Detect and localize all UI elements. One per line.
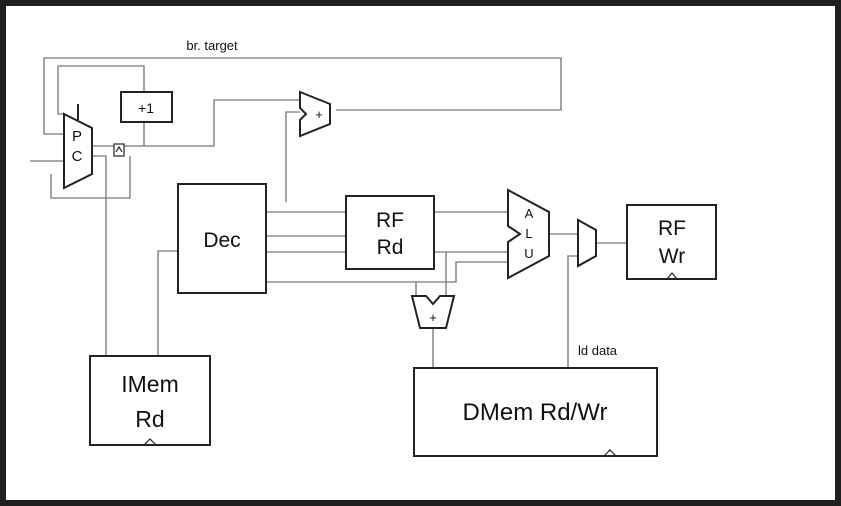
ld-data-label: ld data bbox=[578, 343, 618, 358]
dmem-block: DMem Rd/Wr bbox=[413, 367, 658, 457]
pc-label-c: C bbox=[72, 148, 83, 165]
imem-label-1: IMem bbox=[121, 371, 179, 397]
dec-block: Dec bbox=[177, 183, 267, 294]
rf-rd-label-1: RF bbox=[376, 209, 404, 232]
ld-data-wire bbox=[567, 255, 578, 368]
rf-rd-block: RF Rd bbox=[345, 195, 435, 270]
imem-to-dec-wire bbox=[157, 250, 178, 356]
br-target-label: br. target bbox=[186, 38, 238, 53]
pc-feedback-wire bbox=[57, 65, 145, 147]
imem-block: IMem Rd bbox=[89, 355, 211, 446]
pc-to-branch-adder-wire bbox=[144, 99, 300, 147]
dmem-label: DMem Rd/Wr bbox=[463, 399, 608, 426]
imem-label-2: Rd bbox=[135, 406, 164, 432]
clock-icon bbox=[113, 143, 125, 157]
pc-to-imem-wire bbox=[92, 155, 107, 356]
address-adder-shape bbox=[410, 295, 456, 329]
alu-shape bbox=[507, 188, 550, 280]
branch-adder: + bbox=[299, 90, 331, 138]
address-adder: + bbox=[410, 295, 456, 329]
diagram-canvas: P C +1 + br. target D bbox=[6, 6, 835, 500]
branch-target-wire bbox=[43, 57, 562, 135]
pc-label-p: P bbox=[72, 128, 82, 145]
alu-label-l: L bbox=[525, 226, 532, 241]
pc-bottom-loop-wire bbox=[50, 156, 131, 199]
rf-wr-block: RF Wr bbox=[626, 204, 717, 280]
pipeline-diagram: P C +1 + br. target D bbox=[30, 38, 717, 457]
address-adder-label: + bbox=[429, 310, 437, 325]
alu-label-a: A bbox=[525, 206, 534, 221]
dmem-clock-icon bbox=[603, 449, 617, 457]
wires bbox=[30, 57, 627, 368]
plus-one-label: +1 bbox=[138, 100, 154, 116]
dec-to-alu-wire bbox=[266, 261, 508, 283]
dec-label: Dec bbox=[203, 229, 240, 252]
rf-rd-label-2: Rd bbox=[377, 236, 404, 259]
dec-to-branch-adder-wire bbox=[285, 111, 300, 202]
rf-wr-label-2: Wr bbox=[659, 245, 685, 268]
alu-label-u: U bbox=[524, 246, 533, 261]
pc-shape bbox=[63, 112, 93, 190]
alu-block: A L U bbox=[507, 188, 550, 280]
branch-adder-label: + bbox=[315, 107, 323, 122]
branch-adder-shape bbox=[299, 90, 331, 138]
rf-wr-label-1: RF bbox=[658, 217, 686, 240]
plus-one-block: +1 bbox=[120, 91, 173, 123]
rf-wr-clock-icon bbox=[666, 272, 678, 280]
imem-clock-icon bbox=[143, 438, 157, 446]
pc-register: P C bbox=[63, 104, 93, 190]
writeback-mux bbox=[577, 218, 597, 268]
